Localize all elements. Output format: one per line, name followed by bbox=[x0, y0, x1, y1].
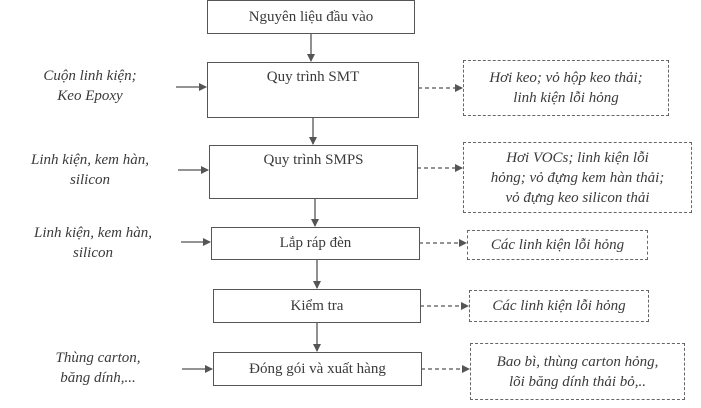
step-smps: Quy trình SMPS bbox=[209, 145, 418, 199]
input-line: băng dính,... bbox=[60, 370, 136, 386]
step-kiem-tra: Kiểm tra bbox=[213, 289, 421, 323]
input-line: silicon bbox=[73, 245, 113, 261]
output-line: vỏ đựng keo silicon thải bbox=[505, 189, 650, 206]
step-label: Quy trình SMT bbox=[266, 69, 360, 85]
input-line: Linh kiện, kem hàn, bbox=[34, 225, 152, 241]
input-line: Cuộn linh kiện; bbox=[43, 68, 137, 84]
output-line: Bao bì, thùng carton hỏng, bbox=[496, 353, 659, 370]
output-line: linh kiện lỗi hỏng bbox=[513, 90, 619, 106]
output-kiem-tra: Các linh kiện lỗi hỏng bbox=[469, 290, 649, 322]
output-dong-goi: Bao bì, thùng carton hỏng, lõi băng dính… bbox=[470, 343, 685, 400]
output-line: Các linh kiện lỗi hỏng bbox=[490, 237, 625, 253]
step-label: Quy trình SMPS bbox=[263, 152, 364, 168]
input-line: Thùng carton, bbox=[55, 350, 141, 366]
output-line: lõi băng dính thải bỏ,.. bbox=[508, 373, 647, 390]
input-smps: Linh kiện, kem hàn, silicon bbox=[5, 150, 175, 190]
input-line: Linh kiện, kem hàn, bbox=[31, 152, 149, 168]
output-line: Các linh kiện lỗi hỏng bbox=[492, 298, 626, 314]
step-label: Kiểm tra bbox=[290, 298, 344, 314]
output-line: Hơi keo; vỏ hộp keo thải; bbox=[489, 70, 643, 86]
output-lap-rap: Các linh kiện lỗi hỏng bbox=[467, 230, 648, 260]
step-lap-rap: Lắp ráp đèn bbox=[211, 227, 420, 260]
step-smt: Quy trình SMT bbox=[207, 62, 419, 118]
output-line: hỏng; vỏ đựng kem hàn thải; bbox=[490, 169, 665, 186]
output-smt: Hơi keo; vỏ hộp keo thải; linh kiện lỗi … bbox=[463, 60, 669, 116]
input-smt: Cuộn linh kiện; Keo Epoxy bbox=[10, 66, 170, 106]
output-line: Hơi VOCs; linh kiện lỗi bbox=[506, 149, 649, 166]
input-line: silicon bbox=[70, 172, 110, 188]
step-label: Đóng gói và xuất hàng bbox=[249, 361, 386, 377]
output-smps: Hơi VOCs; linh kiện lỗi hỏng; vỏ đựng ke… bbox=[463, 142, 692, 213]
step-dong-goi: Đóng gói và xuất hàng bbox=[213, 352, 422, 386]
step-nguyen-lieu: Nguyên liệu đầu vào bbox=[207, 0, 415, 34]
input-lap-rap: Linh kiện, kem hàn, silicon bbox=[8, 223, 178, 263]
step-label: Lắp ráp đèn bbox=[279, 235, 352, 251]
input-line: Keo Epoxy bbox=[57, 88, 123, 104]
input-dong-goi: Thùng carton, băng dính,... bbox=[28, 348, 168, 388]
step-label: Nguyên liệu đầu vào bbox=[248, 9, 374, 25]
